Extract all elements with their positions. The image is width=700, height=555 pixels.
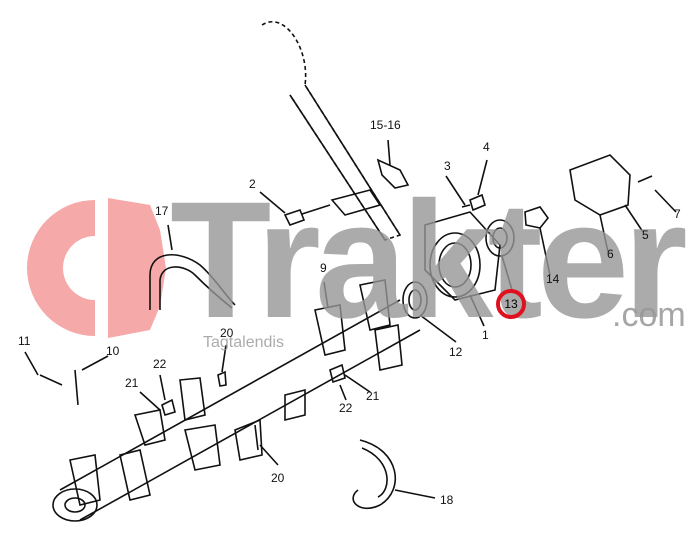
part-label-17: 17 [155,204,169,218]
parts-lines [24,21,677,522]
part-label-11: 11 [18,334,31,348]
watermark-subtext: Tagtalendis [203,334,284,351]
part-label-3: 3 [444,159,451,173]
part-label-21: 21 [125,376,139,390]
part-label-10: 10 [106,344,120,358]
part-label-1: 1 [482,328,489,342]
watermark-brand: Trakter [170,168,688,353]
part-label-4: 4 [483,140,490,154]
part-label-22: 22 [153,357,167,371]
part-label-2: 2 [249,177,256,191]
part-label-14: 14 [546,272,560,286]
part-label-20-lower: 20 [271,471,285,485]
part-label-20: 20 [220,326,234,340]
part-label-9: 9 [320,261,327,275]
part-label-15-16: 15-16 [370,118,401,132]
part-label-5: 5 [642,228,649,242]
part-label-13: 13 [504,297,518,311]
trakter-logo-icon [27,198,166,338]
highlighted-part-13: 13 [496,289,526,319]
part-label-6: 6 [607,247,614,261]
watermark-suffix: .com [612,296,686,334]
part-label-12: 12 [449,345,463,359]
part-label-18: 18 [440,493,454,507]
part-label-22-right: 22 [339,401,353,415]
part-label-21-right: 21 [366,389,380,403]
part-label-7: 7 [674,207,681,221]
